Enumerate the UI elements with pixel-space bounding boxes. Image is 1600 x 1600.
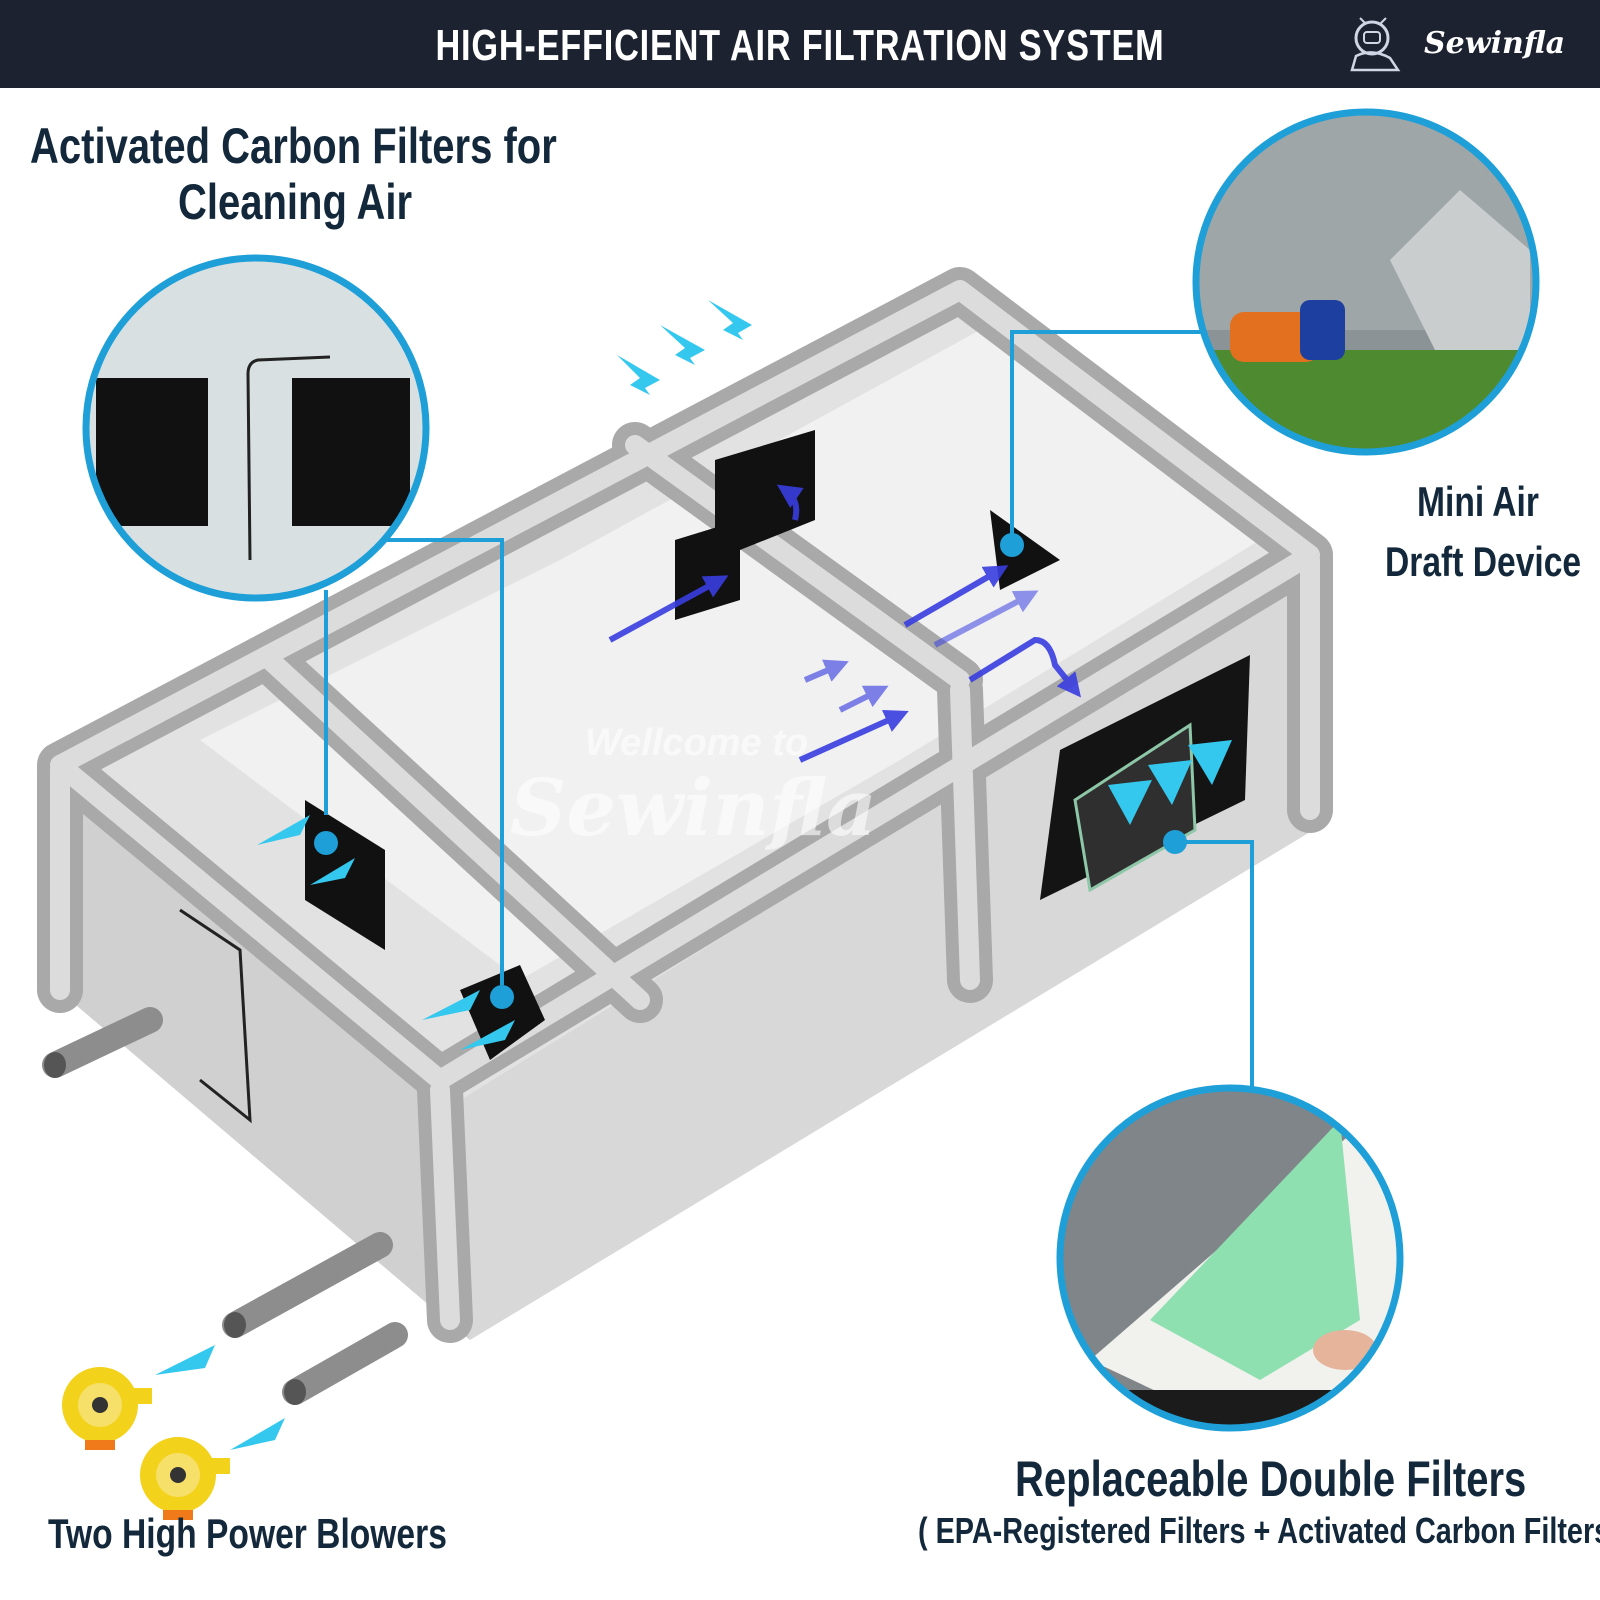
spray-booth-tent bbox=[37, 267, 1333, 1405]
watermark: Wellcome to Sewinfla bbox=[510, 722, 877, 854]
blowers-label: Two High Power Blowers bbox=[48, 1510, 447, 1557]
brand-logo: Sewinfla bbox=[1332, 8, 1572, 80]
draft-device-detail bbox=[1192, 108, 1540, 456]
watermark-line1: Wellcome to bbox=[585, 722, 808, 764]
header-bar: HIGH-EFFICIENT AIR FILTRATION SYSTEM Sew… bbox=[0, 0, 1600, 88]
page-title: HIGH-EFFICIENT AIR FILTRATION SYSTEM bbox=[435, 21, 1165, 70]
callout-lines bbox=[324, 330, 1254, 1090]
carbon-filter-detail bbox=[82, 254, 430, 602]
astronaut-logo-icon bbox=[1350, 17, 1401, 72]
double-filters-label: Replaceable Double Filters bbox=[1015, 1451, 1527, 1507]
airflow-arrow-icon bbox=[608, 484, 1081, 763]
carbon-filters-label: Activated Carbon Filters for Cleaning Ai… bbox=[30, 118, 557, 230]
watermark-line2: Sewinfla bbox=[510, 763, 877, 854]
logo-text: Sewinfla bbox=[1424, 26, 1566, 61]
double-filters-note: ( EPA-Registered Filters + Activated Car… bbox=[918, 1510, 1600, 1551]
double-filter-detail bbox=[1056, 1084, 1404, 1432]
draft-device-label: Mini Air Draft Device bbox=[1385, 478, 1582, 585]
airflow-arrow-icon bbox=[155, 300, 1232, 1450]
blower-icon bbox=[62, 1367, 152, 1450]
blower-icon bbox=[140, 1437, 230, 1520]
